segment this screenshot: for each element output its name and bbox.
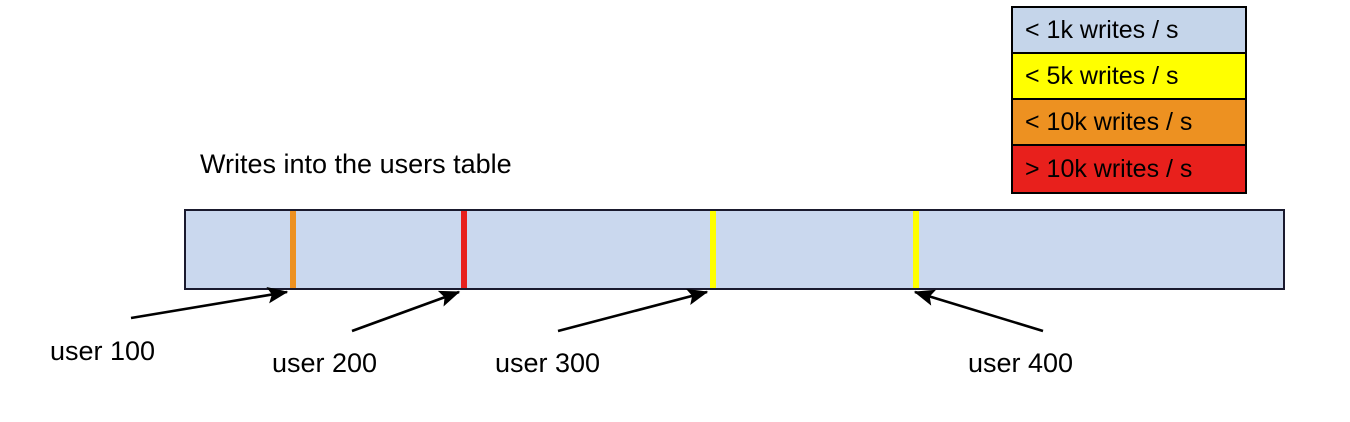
users-table-bar	[184, 209, 1285, 290]
arrow-user-300	[557, 288, 709, 333]
arrow-user-200	[351, 290, 461, 333]
arrow-user-400	[913, 289, 1044, 333]
arrow-user-100	[130, 286, 289, 320]
legend-row-lt-5k: < 5k writes / s	[1013, 54, 1245, 100]
label-user-100: user 100	[50, 336, 156, 366]
label-user-400: user 400	[968, 348, 1074, 378]
chart-title: Writes into the users table	[200, 149, 512, 179]
stripe-user-200	[461, 211, 467, 288]
write-rate-legend: < 1k writes / s < 5k writes / s < 10k wr…	[1011, 6, 1247, 194]
legend-label-lt-10k: < 10k writes / s	[1025, 107, 1193, 136]
stripe-user-400	[913, 211, 919, 288]
label-user-200: user 200	[272, 348, 378, 378]
legend-row-gt-10k: > 10k writes / s	[1013, 146, 1245, 192]
stripe-user-300	[710, 211, 716, 288]
legend-row-lt-1k: < 1k writes / s	[1013, 8, 1245, 54]
legend-label-lt-1k: < 1k writes / s	[1025, 15, 1179, 44]
legend-label-lt-5k: < 5k writes / s	[1025, 61, 1179, 90]
stripe-user-100	[290, 211, 296, 288]
legend-row-lt-10k: < 10k writes / s	[1013, 100, 1245, 146]
legend-label-gt-10k: > 10k writes / s	[1025, 154, 1193, 183]
label-user-300: user 300	[495, 348, 601, 378]
